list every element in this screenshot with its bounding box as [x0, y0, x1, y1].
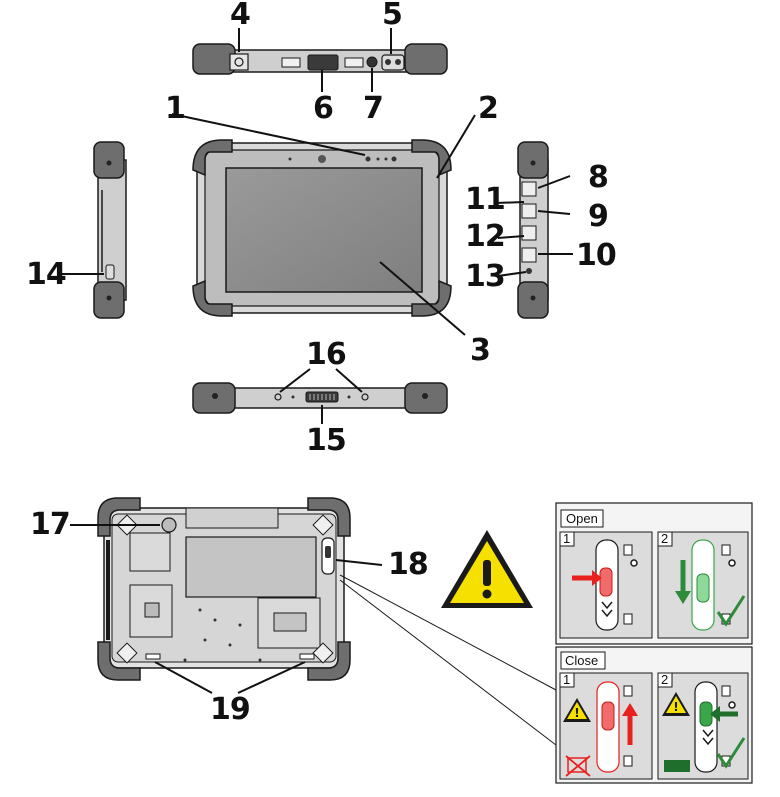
- connector-5: [381, 54, 405, 71]
- close-label: Close: [565, 653, 599, 668]
- callout-1: 1: [165, 91, 186, 126]
- front-view: [171, 113, 476, 336]
- logo-mark: [318, 155, 326, 163]
- bumper-right-top: [404, 43, 448, 75]
- right-side-view: [495, 141, 573, 319]
- bumper-back-br: [307, 641, 351, 681]
- open-step-1: 1: [563, 531, 571, 546]
- bottom-view: [192, 368, 448, 424]
- open-label: Open: [566, 511, 598, 526]
- connector-7: [366, 56, 378, 68]
- callout-17: 17: [30, 507, 71, 542]
- port-10: [521, 247, 537, 263]
- foot-19a: [145, 653, 161, 660]
- callout-7: 7: [363, 91, 384, 126]
- back-view: [70, 497, 557, 746]
- callout-10: 10: [576, 238, 617, 273]
- close-step-2: 2: [661, 672, 669, 687]
- callout-5: 5: [382, 0, 403, 32]
- svg-text:!: !: [574, 706, 579, 720]
- callout-4: 4: [230, 0, 251, 32]
- bumper-back-tl: [97, 497, 141, 537]
- left-side-view: [62, 141, 127, 319]
- battery-compartment: [185, 536, 317, 598]
- bumper-right-a: [517, 141, 549, 179]
- bumper-back-tr: [307, 497, 351, 537]
- top-view: [192, 28, 448, 92]
- foot-19b: [299, 653, 315, 660]
- latch-instruction-panel: ! !: [555, 502, 753, 784]
- callout-18: 18: [388, 547, 429, 582]
- power-button-port: [229, 53, 249, 71]
- bumper-left-top: [192, 43, 236, 75]
- port-8: [521, 181, 537, 197]
- callout-16: 16: [306, 337, 347, 372]
- callout-2: 2: [478, 91, 499, 126]
- callout-12: 12: [465, 219, 506, 254]
- warning-triangle-icon: [441, 530, 533, 608]
- bumper-front-bl: [192, 279, 233, 317]
- bumper-left-a: [93, 141, 125, 179]
- front-camera: [365, 156, 371, 162]
- svg-text:!: !: [673, 700, 678, 714]
- bumper-front-tl: [192, 139, 233, 177]
- callout-3: 3: [470, 333, 491, 368]
- callout-9: 9: [588, 199, 609, 234]
- callout-19: 19: [210, 692, 251, 727]
- callout-13: 13: [465, 259, 506, 294]
- bumper-back-bl: [97, 641, 141, 681]
- callout-14: 14: [26, 257, 67, 292]
- callout-11: 11: [465, 182, 506, 217]
- close-step-1: 1: [563, 672, 571, 687]
- callout-15: 15: [306, 423, 347, 458]
- port-9: [521, 203, 537, 219]
- port-12: [521, 225, 537, 241]
- bumper-front-tr: [411, 139, 452, 177]
- slot-14: [105, 264, 115, 280]
- connector-6: [307, 54, 339, 71]
- port-13: [526, 268, 532, 274]
- rear-camera: [161, 517, 177, 533]
- bumper-front-br: [411, 279, 452, 317]
- callout-8: 8: [588, 160, 609, 195]
- callout-6: 6: [313, 91, 334, 126]
- open-step-2: 2: [661, 531, 669, 546]
